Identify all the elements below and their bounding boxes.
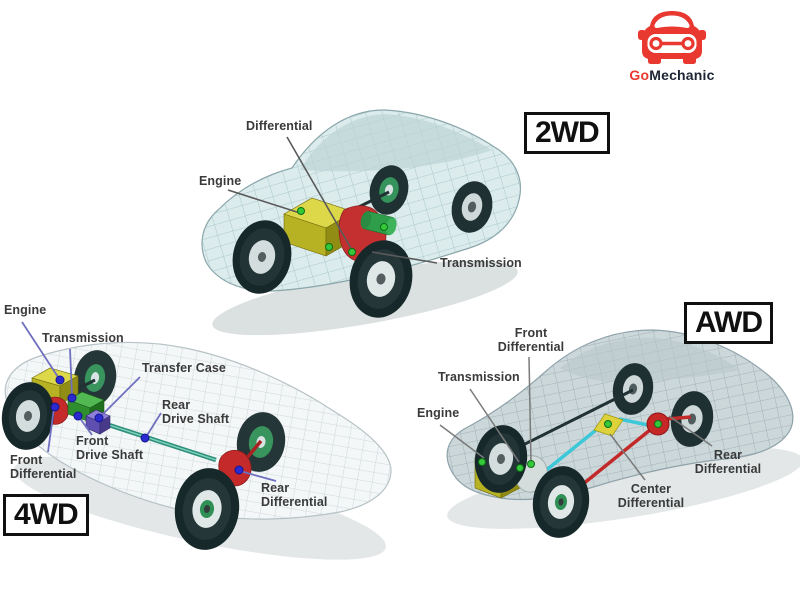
label-4wd-rear-differential: Rear Differential	[261, 481, 328, 510]
car-2wd-far-rear-wheel	[451, 181, 493, 233]
car-awd-rear-prop-shaft	[618, 417, 649, 427]
logo-wordmark: GoMechanic	[612, 67, 732, 83]
label-4wd-transmission: Transmission	[42, 331, 124, 345]
car-awd-near-front-wheel	[474, 425, 528, 493]
logo-car-icon	[638, 11, 706, 64]
label-4wd-front-drive-shaft: Front Drive Shaft	[76, 434, 144, 463]
car-4wd-leader-lines	[21, 321, 277, 482]
car-awd-rear-axle-right	[665, 415, 692, 421]
car-2wd-near-rear-wheel	[349, 240, 413, 318]
logo-word-go: Go	[629, 67, 650, 83]
label-2wd-transmission: Transmission	[440, 256, 522, 270]
car-awd-far-rear-wheel	[670, 391, 714, 447]
car-awd	[439, 329, 794, 538]
car-4wd-rear-drive-shaft-highlight	[105, 423, 217, 461]
car-2wd-far-front-wheel	[369, 165, 409, 215]
badge-4wd: 4WD	[3, 494, 89, 536]
gomechanic-logo: GoMechanic	[612, 6, 732, 83]
car-2wd	[201, 109, 522, 318]
label-awd-center-differential: Center Differential	[617, 482, 685, 511]
car-awd-far-front-wheel	[612, 363, 654, 415]
label-4wd-front-differential: Front Differential	[10, 453, 77, 482]
label-2wd-engine: Engine	[199, 174, 242, 188]
car-2wd-markers	[297, 207, 388, 256]
label-awd-transmission: Transmission	[438, 370, 520, 384]
car-4wd-markers	[50, 375, 244, 475]
car-awd-front-prop-shaft	[542, 428, 598, 474]
car-awd-cabin	[560, 337, 740, 383]
label-2wd-differential: Differential	[246, 119, 313, 133]
car-4wd-near-front-wheel	[1, 382, 55, 450]
badge-awd: AWD	[684, 302, 773, 344]
car-2wd-leader-lines	[227, 136, 438, 264]
car-awd-leader-lines	[439, 356, 713, 481]
car-4wd-near-rear-wheel	[174, 468, 240, 550]
car-awd-near-rear-wheel	[532, 466, 590, 538]
car-2wd-near-front-wheel	[232, 220, 292, 294]
label-awd-front-differential: Front Differential	[497, 326, 565, 355]
label-4wd-transfer-case: Transfer Case	[142, 361, 226, 375]
car-2wd-cabin	[300, 114, 492, 172]
label-awd-engine: Engine	[417, 406, 460, 420]
label-awd-rear-differential: Rear Differential	[694, 448, 762, 477]
badge-2wd: 2WD	[524, 112, 610, 154]
logo-word-mechanic: Mechanic	[649, 67, 715, 83]
car-awd-markers	[478, 420, 662, 472]
label-4wd-rear-drive-shaft: Rear Drive Shaft	[162, 398, 230, 427]
label-4wd-engine: Engine	[4, 303, 47, 317]
car-4wd	[1, 321, 392, 550]
